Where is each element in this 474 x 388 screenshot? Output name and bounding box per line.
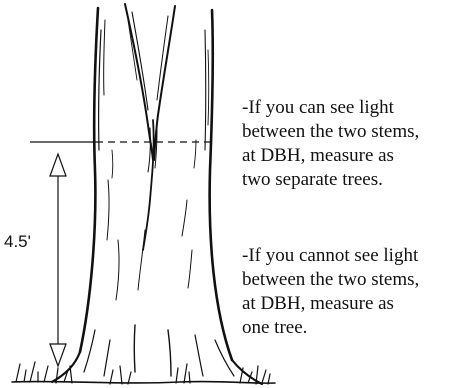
height-arrow bbox=[50, 154, 66, 366]
note-one-tree: -If you cannot see light between the two… bbox=[242, 244, 419, 340]
note-line: between the two stems, bbox=[242, 120, 419, 144]
note-line: at DBH, measure as bbox=[242, 144, 419, 168]
note-line: two separate trees. bbox=[242, 168, 419, 192]
arrowhead-down-icon bbox=[50, 344, 66, 366]
height-label: 4.5' bbox=[4, 232, 31, 252]
note-line: one tree. bbox=[242, 316, 419, 340]
arrowhead-up-icon bbox=[50, 154, 66, 176]
note-separate-trees: -If you can see light between the two st… bbox=[242, 96, 419, 192]
note-line: between the two stems, bbox=[242, 268, 419, 292]
right-stem-outline bbox=[210, 10, 232, 360]
note-line: -If you can see light bbox=[242, 96, 419, 120]
left-stem-outline bbox=[80, 8, 98, 352]
note-line: -If you cannot see light bbox=[242, 244, 419, 268]
note-line: at DBH, measure as bbox=[242, 292, 419, 316]
